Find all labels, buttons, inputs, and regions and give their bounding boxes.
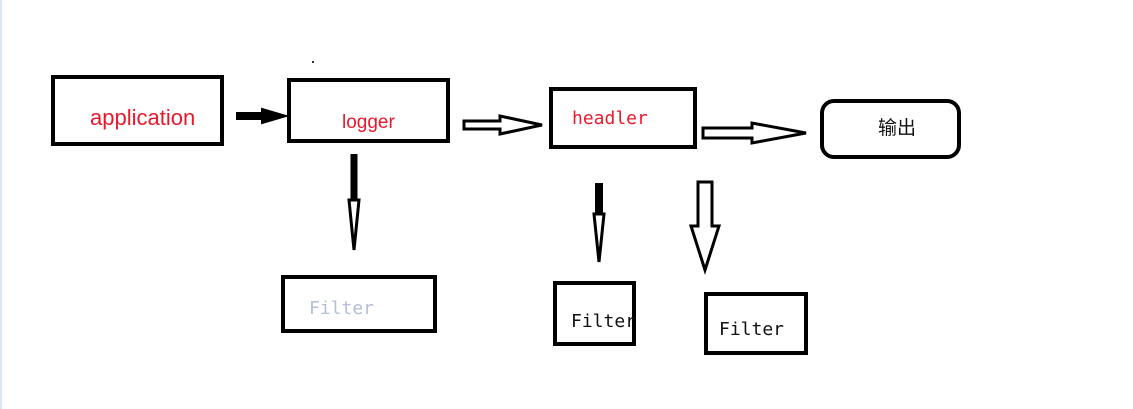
- output-label: 输出: [878, 118, 917, 139]
- arrow-logger-to-handler: [462, 114, 543, 136]
- handler-filter-2-node: Filter: [704, 292, 808, 355]
- arrow-handler-to-output: [701, 121, 807, 145]
- output-node: 输出: [820, 99, 961, 159]
- application-label: application: [90, 105, 196, 130]
- logger-filter-label: Filter: [309, 298, 375, 319]
- arrow-logger-to-filter: [347, 154, 361, 251]
- arrow-handler-to-filter-1: [592, 183, 606, 263]
- stray-dot: [312, 61, 314, 63]
- arrow-handler-to-filter-2: [688, 180, 722, 275]
- application-node: application: [51, 75, 224, 146]
- logger-filter-node: Filter: [281, 275, 437, 333]
- handler-label: headler: [572, 108, 648, 129]
- handler-filter-1-node: Filter: [553, 281, 636, 346]
- logger-label: logger: [342, 112, 395, 133]
- handler-filter-2-label: Filter: [719, 319, 785, 340]
- handler-filter-1-label: Filter: [571, 311, 637, 332]
- logger-node: logger: [287, 78, 450, 143]
- arrow-application-to-logger: [236, 107, 290, 125]
- left-edge-divider: [0, 0, 2, 409]
- handler-node: headler: [549, 87, 697, 149]
